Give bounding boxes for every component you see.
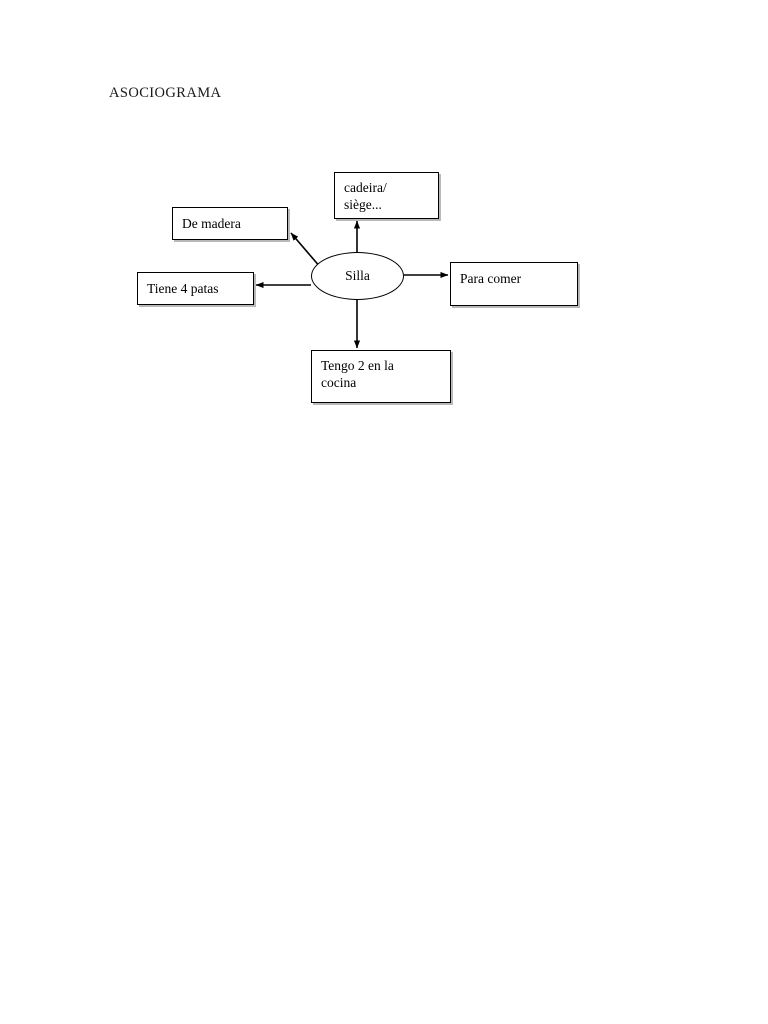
node-tengo-2-en-la-cocina-line-2: cocina	[321, 375, 357, 391]
node-tiene-4-patas-label: Tiene 4 patas	[147, 280, 219, 296]
page-title: ASOCIOGRAMA	[109, 85, 222, 101]
node-tengo-2-en-la-cocina[interactable]: Tengo 2 en la cocina	[311, 350, 451, 403]
node-tiene-4-patas[interactable]: Tiene 4 patas	[137, 272, 254, 305]
node-para-comer[interactable]: Para comer	[450, 262, 578, 306]
node-cadeira[interactable]: cadeira/ siège...	[334, 172, 439, 219]
connector-silla-madera	[290, 232, 322, 269]
node-para-comer-label: Para comer	[460, 271, 522, 286]
node-de-madera[interactable]: De madera	[172, 207, 288, 240]
node-de-madera-label: De madera	[182, 215, 241, 231]
node-cadeira-line-1: cadeira/	[344, 180, 387, 195]
node-silla-label: Silla	[345, 268, 370, 283]
node-tengo-2-en-la-cocina-line-1: Tengo 2 en la	[321, 358, 394, 373]
node-silla[interactable]: Silla	[311, 252, 404, 300]
node-cadeira-line-2: siège...	[344, 197, 382, 213]
